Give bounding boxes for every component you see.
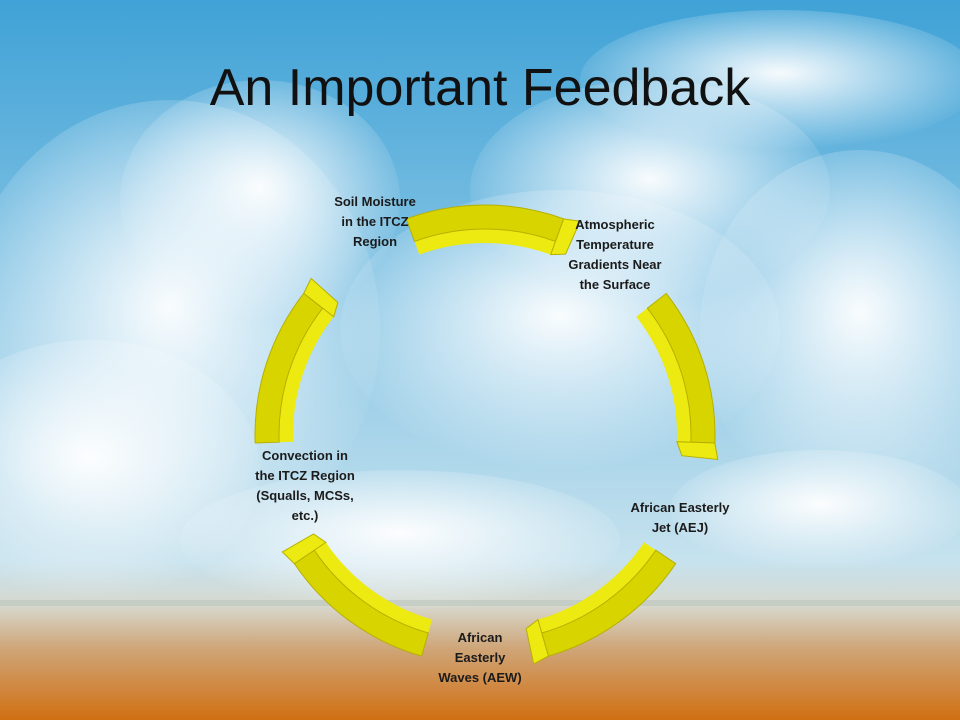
arrow-conv-to-soil xyxy=(254,277,339,444)
arrow-tip xyxy=(525,618,549,665)
node-african-easterly-waves: African Easterly Waves (AEW) xyxy=(438,630,522,685)
arrow-front-face xyxy=(293,549,429,657)
arrow-side-face xyxy=(537,542,656,634)
arrow-tip xyxy=(676,441,719,461)
arrow-aew-to-conv xyxy=(281,533,433,657)
arrow-side-face xyxy=(636,308,691,443)
horizon-line xyxy=(0,600,960,606)
arrow-soil-to-atm xyxy=(405,204,581,256)
arrow-front-face xyxy=(541,549,677,657)
arrow-tip xyxy=(303,277,339,318)
node-convection: Convection in the ITCZ Region (Squalls, … xyxy=(255,448,355,523)
arrow-side-face xyxy=(314,542,433,634)
node-soil-moisture: Soil Moisture in the ITCZ Region xyxy=(334,194,416,249)
arrow-aej-to-aew xyxy=(525,542,677,665)
arrow-atm-to-aej xyxy=(636,292,719,461)
arrow-tip xyxy=(281,533,327,565)
node-african-easterly-jet: African Easterly Jet (AEJ) xyxy=(630,500,730,535)
node-atmospheric-gradients: Atmospheric Temperature Gradients Near t… xyxy=(568,217,662,292)
arrow-side-face xyxy=(279,308,334,443)
clouds xyxy=(0,10,960,610)
arrow-tip xyxy=(549,218,581,256)
arrow-side-face xyxy=(414,228,556,255)
slide-title: An Important Feedback xyxy=(209,59,751,117)
